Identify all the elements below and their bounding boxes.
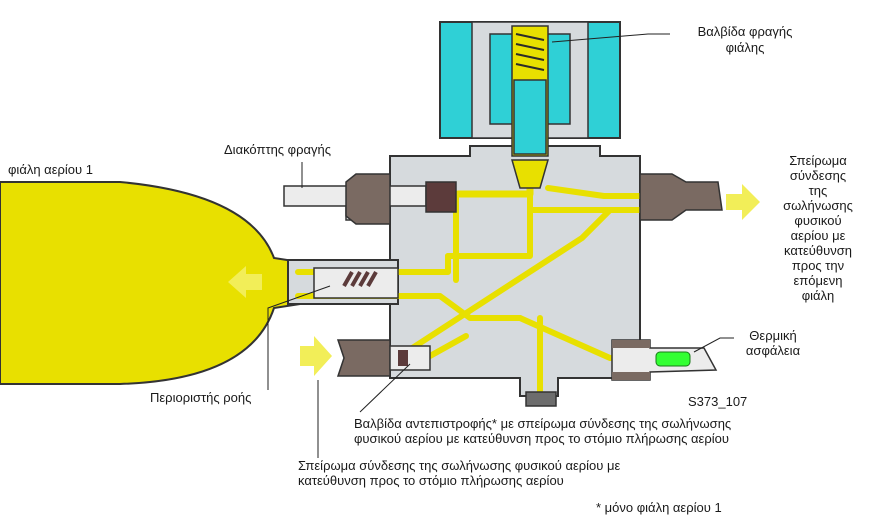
- right-fitting: [639, 173, 723, 221]
- svg-text:φυσικού αερίου με κατεύθυνση π: φυσικού αερίου με κατεύθυνση προς το στό…: [354, 431, 729, 446]
- svg-text:προς την: προς την: [792, 258, 844, 273]
- fill-thread-label: Σπείρωμα σύνδεσης της σωλήνωσης φυσικού …: [298, 458, 620, 488]
- svg-text:φιάλη: φιάλη: [802, 288, 835, 303]
- svg-text:Βαλβίδα φραγής: Βαλβίδα φραγής: [698, 24, 793, 39]
- svg-text:Βαλβίδα αντεπιστροφής* με σπεί: Βαλβίδα αντεπιστροφής* με σπείρωμα σύνδε…: [354, 416, 731, 431]
- shutoff-switch-label: Διακόπτης φραγής: [224, 142, 331, 157]
- bottom-plug: [525, 391, 557, 407]
- footnote: * μόνο φιάλη αερίου 1: [596, 500, 722, 515]
- thermal-fuse: [611, 339, 718, 381]
- gas-bottle-label: φιάλη αερίου 1: [8, 162, 93, 177]
- flow-limiter-label: Περιοριστής ροής: [150, 390, 251, 405]
- solenoid-valve-label: Βαλβίδα φραγής φιάλης: [698, 24, 793, 55]
- svg-text:επόμενη: επόμενη: [793, 273, 842, 288]
- figure-code: S373_107: [688, 394, 747, 409]
- flow-arrows: [228, 184, 760, 376]
- arrow-from-filler: [300, 336, 332, 376]
- arrow-to-bottle: [228, 266, 262, 298]
- leader-lines: [267, 33, 734, 458]
- svg-text:αερίου με: αερίου με: [791, 228, 846, 243]
- svg-text:σύνδεσης: σύνδεσης: [790, 168, 846, 183]
- svg-text:σωλήνωσης: σωλήνωσης: [783, 198, 853, 213]
- svg-text:Σπείρωμα: Σπείρωμα: [789, 153, 847, 168]
- svg-text:φιάλης: φιάλης: [726, 40, 765, 55]
- svg-text:Θερμική: Θερμική: [749, 328, 796, 343]
- svg-text:της: της: [809, 183, 828, 198]
- svg-text:Σπείρωμα σύνδεσης της σωλήνωση: Σπείρωμα σύνδεσης της σωλήνωσης φυσικού …: [298, 458, 620, 473]
- right-thread-label: Σπείρωμα σύνδεσης της σωλήνωσης φυσικού …: [783, 153, 853, 303]
- solenoid-valve: [439, 21, 621, 189]
- svg-text:κατεύθυνση προς το στόμιο πλήρ: κατεύθυνση προς το στόμιο πλήρωσης αερίο…: [298, 473, 564, 488]
- svg-text:κατεύθυνση: κατεύθυνση: [784, 243, 852, 258]
- svg-text:ασφάλεια: ασφάλεια: [746, 343, 801, 358]
- thermal-fuse-label: Θερμική ασφάλεια: [746, 328, 801, 358]
- arrow-to-next-bottle: [726, 184, 760, 220]
- svg-text:φυσικού: φυσικού: [794, 213, 841, 228]
- shutoff-switch: [283, 173, 457, 225]
- flow-limiter: [313, 267, 399, 299]
- check-valve-label: Βαλβίδα αντεπιστροφής* με σπείρωμα σύνδε…: [354, 416, 731, 446]
- check-valve-fitting: [336, 339, 431, 377]
